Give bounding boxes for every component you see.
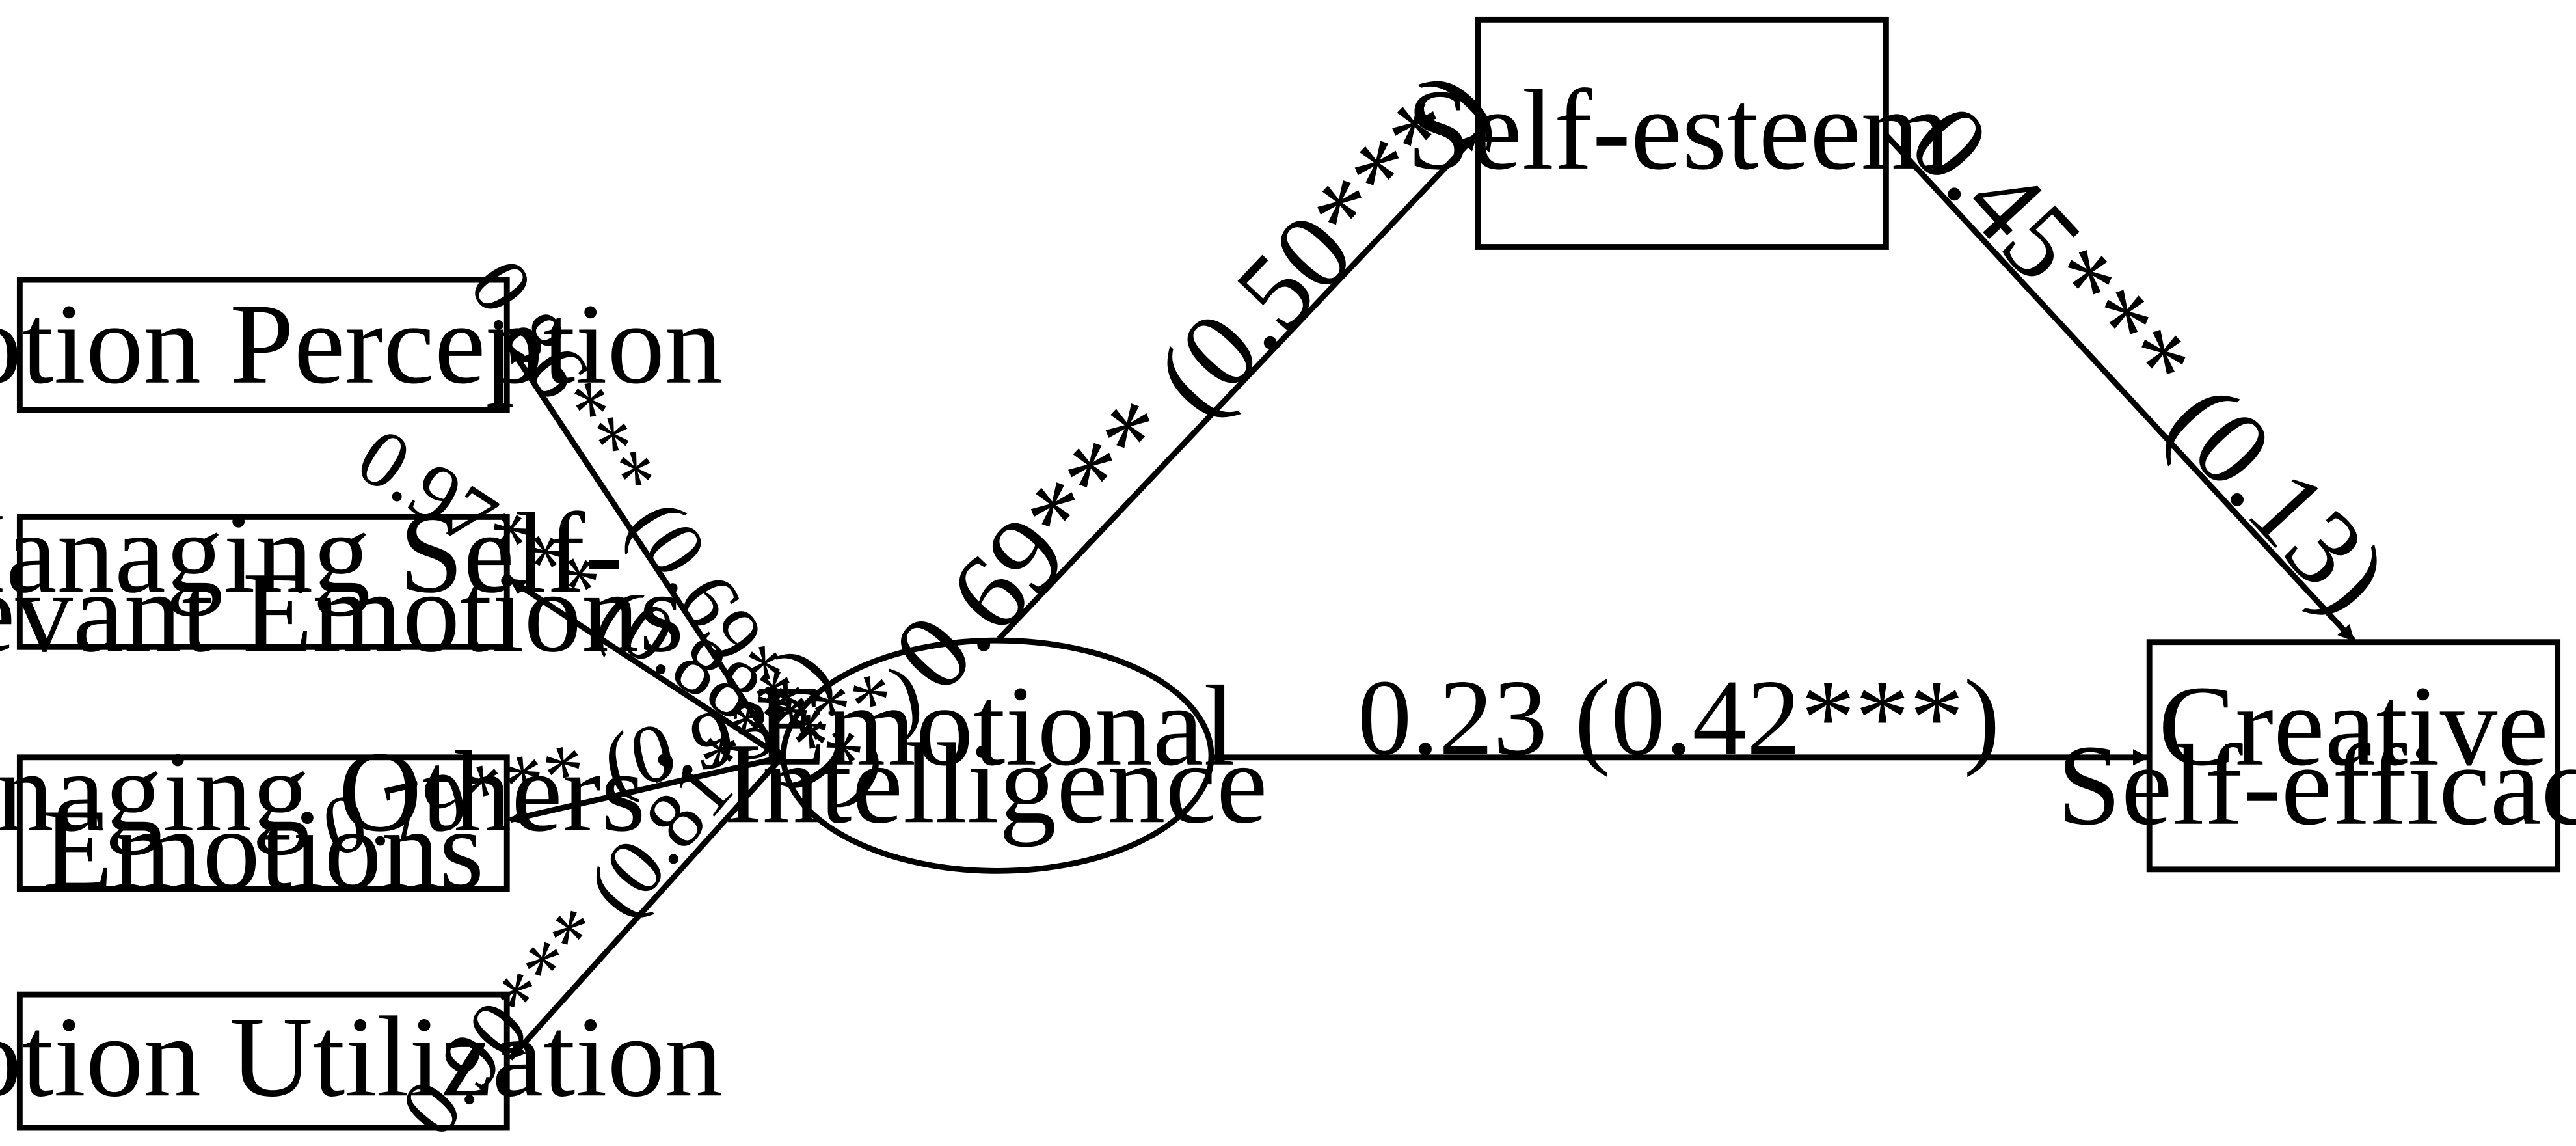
emotion-perception-box	[16, 277, 510, 413]
emotional-intelligence-label-line1: Emotional	[756, 662, 1236, 790]
creative-self-efficacy-label-line1: Creative	[2158, 662, 2549, 790]
arrow-ei-to-managing-others	[508, 754, 783, 825]
path-label-self-esteem-to-cse: 0.45*** (0.13)	[1887, 82, 2412, 635]
emotional-intelligence-ellipse	[780, 637, 1214, 874]
arrow-self-esteem-to-cse	[1884, 133, 2356, 643]
arrow-ei-to-self-esteem	[997, 133, 1479, 641]
emotional-intelligence-label-line2: Intelligence	[724, 720, 1268, 847]
emotion-utilization-box	[16, 991, 510, 1131]
managing-self-label-line1: Managing Self-	[0, 489, 623, 617]
managing-others-label-line1: Managing Others’	[0, 728, 684, 856]
managing-others-label-line2: Emotions	[42, 785, 484, 913]
emotion-utilization-label: Emotion Utilization	[0, 993, 723, 1121]
managing-self-label-line2: relevant Emotions	[0, 549, 684, 676]
arrow-ei-to-emotion-perception	[507, 346, 785, 759]
creative-self-efficacy-box	[2146, 639, 2561, 873]
path-label-ei-to-self-esteem: 0.69*** (0.50***)	[870, 47, 1512, 715]
path-label-ei-to-cse: 0.23 (0.42***)	[1358, 658, 2000, 778]
emotion-perception-label: Emotion Perception	[0, 280, 723, 408]
arrow-ei-to-emotion-utilization	[508, 755, 785, 1061]
managing-self-box	[16, 513, 510, 650]
creative-self-efficacy-label-line2: Self-efficacy	[2057, 722, 2576, 849]
managing-others-box	[16, 754, 510, 892]
self-esteem-label: Self-esteem	[1407, 66, 1951, 194]
self-esteem-box	[1475, 16, 1889, 250]
arrow-ei-to-managing-self	[508, 577, 784, 760]
